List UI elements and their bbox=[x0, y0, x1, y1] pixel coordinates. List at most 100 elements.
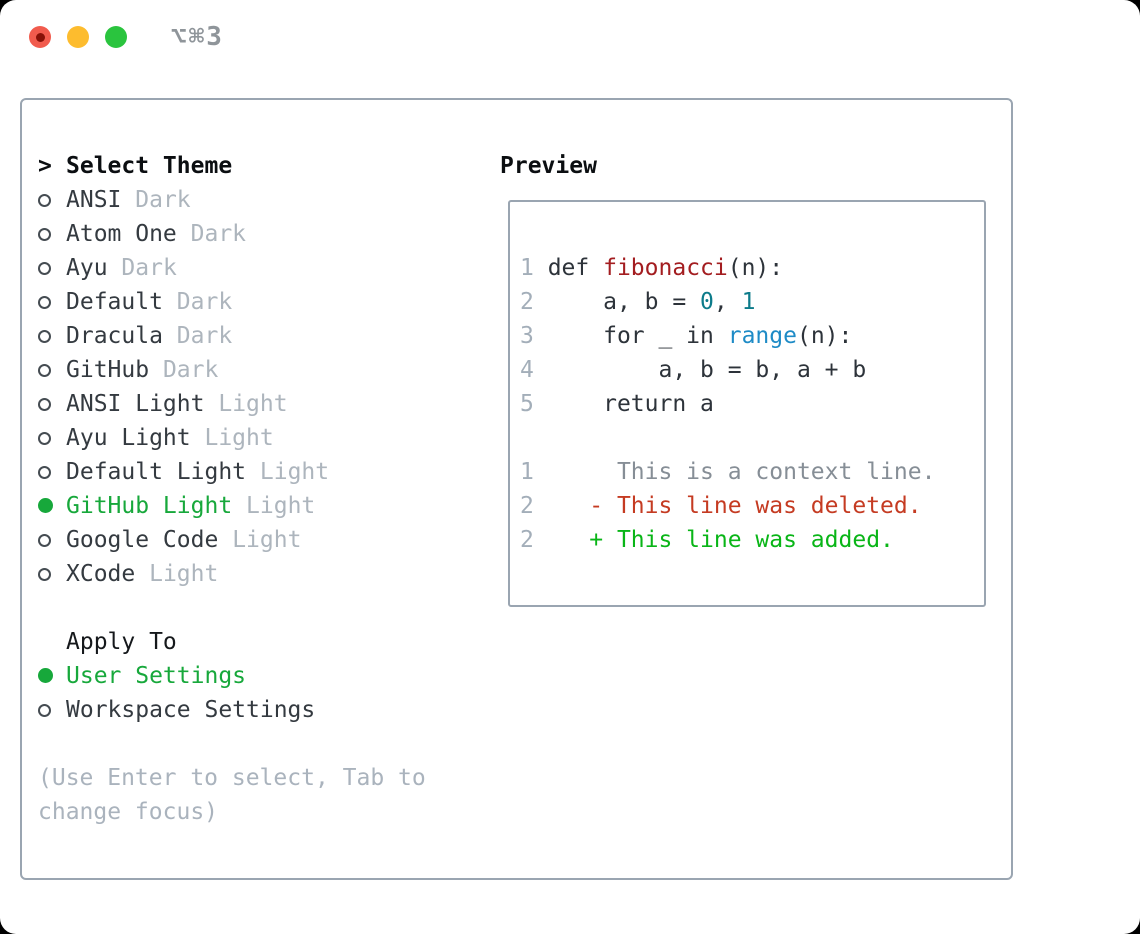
line-number: 2 bbox=[520, 289, 534, 315]
theme-variant-tag: Light bbox=[218, 391, 288, 417]
code-segment: 1 bbox=[741, 289, 756, 315]
line-number: 1 bbox=[520, 255, 534, 281]
theme-option-ayu[interactable]: Ayu Dark bbox=[38, 251, 468, 285]
code-segment: for _ in bbox=[533, 323, 728, 349]
code-segment: (n): bbox=[796, 323, 853, 349]
radio-icon bbox=[38, 421, 66, 455]
apply-option-workspace-settings[interactable]: Workspace Settings bbox=[38, 693, 468, 727]
theme-option-dracula[interactable]: Dracula Dark bbox=[38, 319, 468, 353]
radio-icon bbox=[38, 693, 66, 727]
window-shortcut-label: ⌥⌘3 bbox=[171, 22, 224, 52]
theme-option-xcode[interactable]: XCode Light bbox=[38, 557, 468, 591]
radio-icon bbox=[38, 285, 66, 319]
theme-variant-tag: Light bbox=[246, 493, 316, 519]
spacer bbox=[38, 591, 468, 625]
radio-icon bbox=[38, 387, 66, 421]
prompt-caret-icon: > bbox=[38, 153, 52, 179]
close-button[interactable] bbox=[29, 26, 51, 48]
radio-icon bbox=[38, 217, 66, 251]
theme-label: Default Light bbox=[66, 459, 247, 485]
theme-option-ayu-light[interactable]: Ayu Light Light bbox=[38, 421, 468, 455]
theme-label: XCode bbox=[66, 561, 136, 587]
line-number: 2 bbox=[520, 493, 534, 519]
theme-option-default[interactable]: Default Dark bbox=[38, 285, 468, 319]
code-segment: range bbox=[727, 323, 797, 349]
theme-variant-tag: Dark bbox=[190, 221, 247, 247]
code-segment: , bbox=[713, 289, 742, 315]
apply-to-title: Apply To bbox=[66, 629, 177, 655]
code-segment: (n): bbox=[727, 255, 784, 281]
apply-option-label: User Settings bbox=[66, 663, 247, 689]
code-segment: 0 bbox=[700, 289, 714, 315]
radio-icon bbox=[38, 251, 66, 285]
theme-label: Ayu bbox=[66, 255, 108, 281]
select-theme-header: > Select Theme bbox=[38, 149, 468, 183]
code-segment: def bbox=[533, 255, 604, 281]
theme-variant-tag: Light bbox=[232, 527, 302, 553]
radio-icon bbox=[38, 353, 66, 387]
theme-label: ANSI Light bbox=[66, 391, 205, 417]
radio-icon bbox=[38, 183, 66, 217]
theme-option-github-light[interactable]: GitHub Light Light bbox=[38, 489, 468, 523]
theme-label: Default bbox=[66, 289, 163, 315]
code-line: 4 a, b = b, a + b bbox=[520, 353, 984, 387]
zoom-button[interactable] bbox=[105, 26, 127, 48]
preview-header: Preview bbox=[500, 153, 597, 179]
help-text: (Use Enter to select, Tab to change focu… bbox=[38, 765, 426, 825]
code-line: 1 This is a context line. bbox=[520, 455, 984, 489]
theme-label: GitHub Light bbox=[66, 493, 233, 519]
radio-icon bbox=[38, 455, 66, 489]
line-number: 3 bbox=[520, 323, 534, 349]
radio-icon bbox=[38, 319, 66, 353]
theme-label: Google Code bbox=[66, 527, 219, 553]
apply-option-user-settings[interactable]: User Settings bbox=[38, 659, 468, 693]
apply-option-label: Workspace Settings bbox=[66, 697, 316, 723]
code-line: 5 return a bbox=[520, 387, 984, 421]
theme-variant-tag: Light bbox=[149, 561, 219, 587]
apply-to-header: Apply To bbox=[38, 625, 468, 659]
code-segment: return a bbox=[533, 391, 714, 417]
theme-label: ANSI bbox=[66, 187, 122, 213]
theme-label: Atom One bbox=[66, 221, 177, 247]
theme-variant-tag: Dark bbox=[121, 255, 177, 281]
line-number: 2 bbox=[520, 527, 534, 553]
code-line: 2 + This line was added. bbox=[520, 523, 984, 557]
theme-option-ansi[interactable]: ANSI Dark bbox=[38, 183, 468, 217]
radio-icon bbox=[38, 523, 66, 557]
code-segment: a, b = b, a + b bbox=[533, 357, 867, 383]
theme-option-github[interactable]: GitHub Dark bbox=[38, 353, 468, 387]
line-number: 4 bbox=[520, 357, 534, 383]
code-segment: This is a context line. bbox=[533, 459, 936, 485]
code-line bbox=[520, 421, 984, 455]
code-line: 2 a, b = 0, 1 bbox=[520, 285, 984, 319]
theme-option-ansi-light[interactable]: ANSI Light Light bbox=[38, 387, 468, 421]
code-segment: + This line was added. bbox=[533, 527, 894, 553]
code-segment: a, b = bbox=[533, 289, 701, 315]
theme-label: Ayu Light bbox=[66, 425, 191, 451]
theme-option-atom-one[interactable]: Atom One Dark bbox=[38, 217, 468, 251]
spacer bbox=[38, 727, 468, 761]
select-theme-title: Select Theme bbox=[66, 153, 233, 179]
theme-variant-tag: Light bbox=[204, 425, 274, 451]
radio-selected-icon bbox=[38, 659, 66, 693]
code-line: 2 - This line was deleted. bbox=[520, 489, 984, 523]
code-line: 3 for _ in range(n): bbox=[520, 319, 984, 353]
close-modified-dot-icon bbox=[35, 32, 45, 42]
theme-label: Dracula bbox=[66, 323, 163, 349]
code-line: 1 def fibonacci(n): bbox=[520, 251, 984, 285]
line-number: 5 bbox=[520, 391, 534, 417]
theme-option-google-code[interactable]: Google Code Light bbox=[38, 523, 468, 557]
code-segment: fibonacci bbox=[603, 255, 728, 281]
theme-label: GitHub bbox=[66, 357, 150, 383]
minimize-button[interactable] bbox=[67, 26, 89, 48]
theme-option-default-light[interactable]: Default Light Light bbox=[38, 455, 468, 489]
code-segment: - This line was deleted. bbox=[533, 493, 922, 519]
theme-variant-tag: Dark bbox=[176, 289, 233, 315]
window-titlebar: ⌥⌘3 bbox=[0, 0, 1140, 74]
line-number: 1 bbox=[520, 459, 534, 485]
